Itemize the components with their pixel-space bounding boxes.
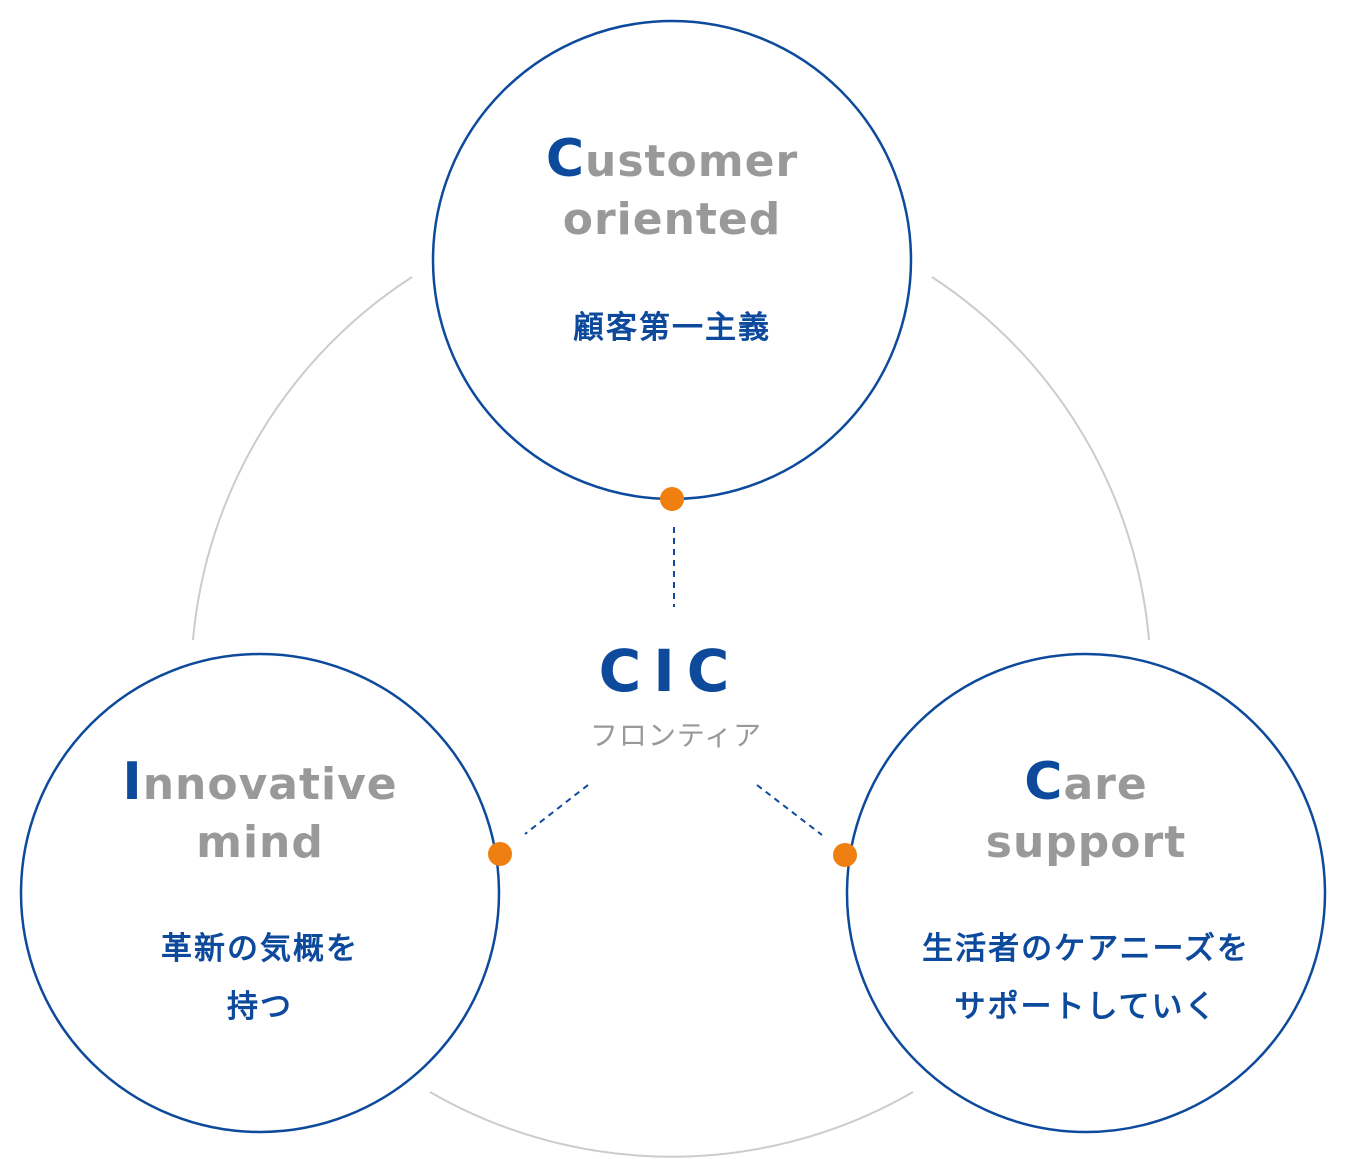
outer-ring-arc-right <box>931 276 1150 641</box>
outer-ring-arc-left <box>192 276 413 641</box>
connector-right <box>756 784 823 836</box>
center-title: CIC <box>598 637 742 705</box>
node-innovative-initial: I <box>122 752 143 812</box>
connector-left <box>524 784 589 835</box>
node-customer-title-line1: Customer <box>546 130 798 191</box>
node-care-title-line2: support <box>985 817 1187 868</box>
node-customer-title-rest: ustomer <box>585 136 799 187</box>
node-customer-title-line2: oriented <box>562 194 782 245</box>
node-care-initial: C <box>1024 752 1064 812</box>
node-customer-jp-line1: 顧客第一主義 <box>573 310 771 346</box>
node-care-title-line1: Care <box>922 753 1250 814</box>
circle-innovative-mind <box>19 652 501 1134</box>
node-innovative-jp-line1: 革新の気概を <box>161 931 359 967</box>
node-innovative-title-line1: Innovative <box>122 753 397 814</box>
node-innovative-title-rest: nnovative <box>142 759 398 810</box>
dot-top <box>660 487 684 511</box>
node-care-jp-line2: サポートしていく <box>954 989 1218 1025</box>
node-innovative-jp-line2: 持つ <box>227 989 293 1025</box>
circle-care-support <box>845 652 1327 1134</box>
outer-ring-arc-bottom <box>429 1091 914 1158</box>
dot-right <box>833 843 857 867</box>
node-innovative-text: Innovative mind 革新の気概を 持つ <box>122 753 397 1036</box>
dot-left <box>488 842 512 866</box>
node-customer-initial: C <box>545 129 585 189</box>
node-care-title-rest: are <box>1063 759 1148 810</box>
node-customer-text: Customer oriented 顧客第一主義 <box>546 130 798 357</box>
node-care-text: Care support 生活者のケアニーズを サポートしていく <box>922 753 1250 1036</box>
node-care-jp-line1: 生活者のケアニーズを <box>922 931 1250 967</box>
node-innovative-title-line2: mind <box>196 817 324 868</box>
center-subtitle: フロンティア <box>589 719 763 752</box>
